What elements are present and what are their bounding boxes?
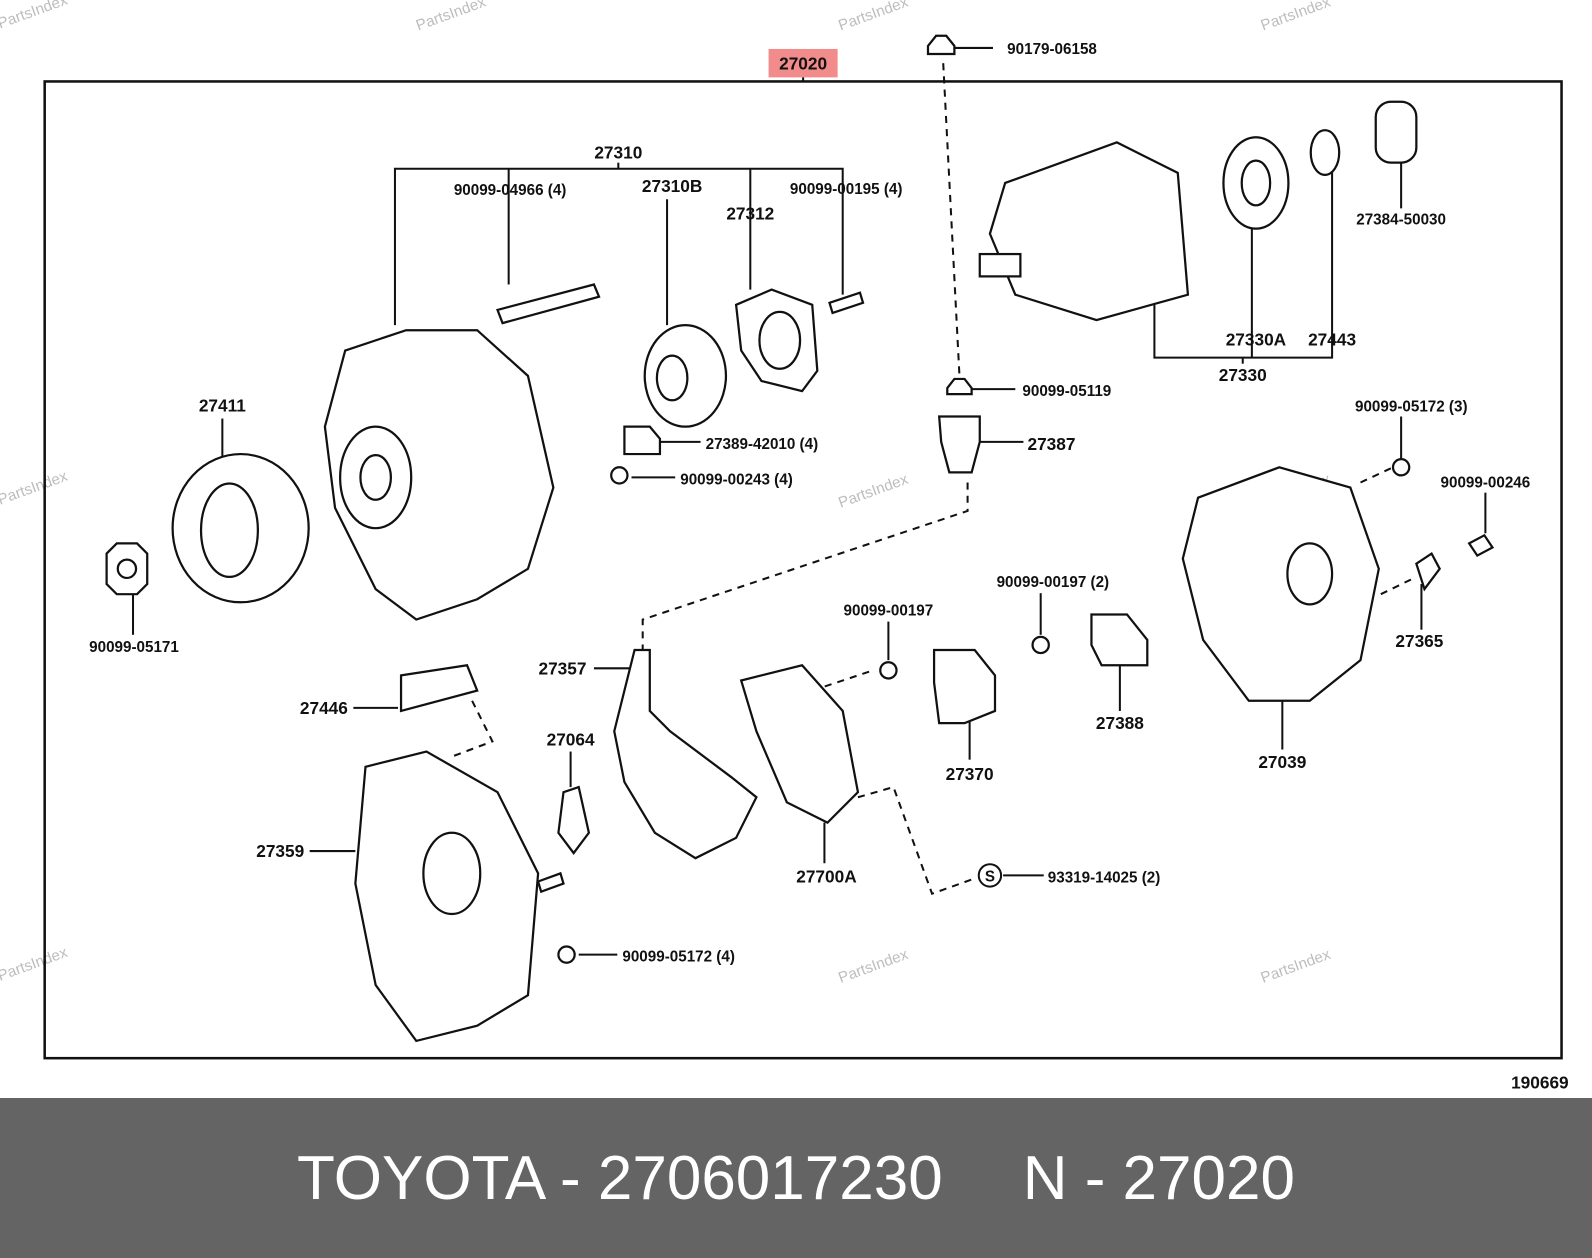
part-label[interactable]: 90179-06158 <box>1007 41 1097 58</box>
screw-icon <box>610 466 629 485</box>
rotor-icon <box>988 141 1190 322</box>
insulator-icon <box>1374 100 1418 164</box>
part-labels: 90179-06158 27310 90099-04966 (4) 27310B… <box>89 41 1530 966</box>
watermark: PartsIndex <box>836 0 911 34</box>
part-label[interactable]: 27384-50030 <box>1356 212 1446 229</box>
parts-diagram: PartsIndex PartsIndex PartsIndex PartsIn… <box>0 0 1569 1093</box>
insulator-washer-icon <box>557 785 591 855</box>
bearing-cover-icon <box>1309 129 1341 176</box>
figure-number: 190669 <box>1511 1073 1569 1093</box>
reference-title: N - 27020 <box>1022 1143 1295 1213</box>
part-label[interactable]: 93319-14025 (2) <box>1048 870 1161 887</box>
watermark: PartsIndex <box>836 471 911 512</box>
part-label[interactable]: 27443 <box>1308 329 1356 349</box>
terminal-insulator-icon <box>1415 551 1442 592</box>
part-label[interactable]: 90099-05172 (4) <box>622 949 735 966</box>
screw-icon <box>828 291 865 315</box>
bolt-icon <box>1467 533 1495 558</box>
part-label[interactable]: 90099-00243 (4) <box>680 472 793 489</box>
part-label[interactable]: 27357 <box>538 658 586 678</box>
watermark: PartsIndex <box>836 946 911 987</box>
supply-symbol: S <box>985 869 995 886</box>
part-label[interactable]: 90099-05172 (3) <box>1355 398 1468 415</box>
part-label[interactable]: 90099-05119 <box>1022 383 1111 400</box>
part-label[interactable]: 27039 <box>1258 752 1306 772</box>
nut-icon <box>946 377 973 396</box>
rectifier-icon <box>613 648 758 860</box>
terminal-insulator-icon <box>937 415 981 474</box>
part-label[interactable]: 27389-42010 (4) <box>706 436 819 453</box>
part-label[interactable]: 27310 <box>594 143 642 163</box>
watermark: PartsIndex <box>0 468 70 509</box>
part-label[interactable]: 27359 <box>256 841 304 861</box>
nut-icon <box>1391 458 1411 477</box>
part-label[interactable]: 27312 <box>726 204 774 224</box>
watermark: PartsIndex <box>1259 0 1334 34</box>
main-part-highlight[interactable] <box>768 48 838 78</box>
part-label[interactable]: 27370 <box>946 764 994 784</box>
part-label[interactable]: 27446 <box>300 698 348 718</box>
main-part-label[interactable]: 27020 <box>779 53 827 73</box>
terminal-icon <box>399 664 479 713</box>
watermark: PartsIndex <box>414 0 489 34</box>
part-label[interactable]: 90099-05171 <box>89 639 179 656</box>
part-title: TOYOTA - 2706017230 <box>297 1143 943 1213</box>
part-drawings: S <box>105 34 1495 1043</box>
nut-icon <box>557 945 576 964</box>
part-label[interactable]: 90099-00246 <box>1441 475 1531 492</box>
part-label[interactable]: 27365 <box>1395 631 1443 651</box>
rear-end-cover-icon <box>1181 466 1380 702</box>
part-label[interactable]: 27330 <box>1219 365 1267 385</box>
drive-end-frame-icon <box>323 329 555 621</box>
regulator-icon <box>739 664 860 824</box>
watermark: PartsIndex <box>0 944 70 985</box>
leader-lines <box>131 46 1487 956</box>
brush-cover-icon <box>1090 613 1149 667</box>
screw-icon <box>879 661 898 680</box>
part-label[interactable]: 90099-00197 (2) <box>997 574 1110 591</box>
stud-icon <box>536 871 565 894</box>
part-label[interactable]: 27064 <box>547 729 595 749</box>
part-label[interactable]: 90099-04966 (4) <box>454 182 567 199</box>
stud-icon <box>496 283 601 325</box>
part-label[interactable]: 27411 <box>199 395 246 415</box>
watermark: PartsIndex <box>0 0 70 32</box>
part-label[interactable]: 27387 <box>1027 434 1075 454</box>
part-label[interactable]: 27700A <box>796 867 856 887</box>
screw-icon <box>1031 635 1050 655</box>
part-label[interactable]: 90099-00195 (4) <box>790 181 903 198</box>
part-label[interactable]: 27310B <box>642 176 702 196</box>
clip-icon <box>623 425 662 456</box>
supply-symbol-icon <box>977 863 1003 888</box>
footer-banner: TOYOTA - 2706017230 N - 27020 <box>0 1098 1592 1258</box>
part-label[interactable]: 27330A <box>1226 329 1286 349</box>
brush-holder-icon <box>932 648 997 725</box>
part-label[interactable]: 27388 <box>1096 713 1144 733</box>
part-label[interactable]: 90099-00197 <box>844 603 934 620</box>
watermark: PartsIndex <box>1259 946 1334 987</box>
bolt-icon <box>926 34 956 56</box>
